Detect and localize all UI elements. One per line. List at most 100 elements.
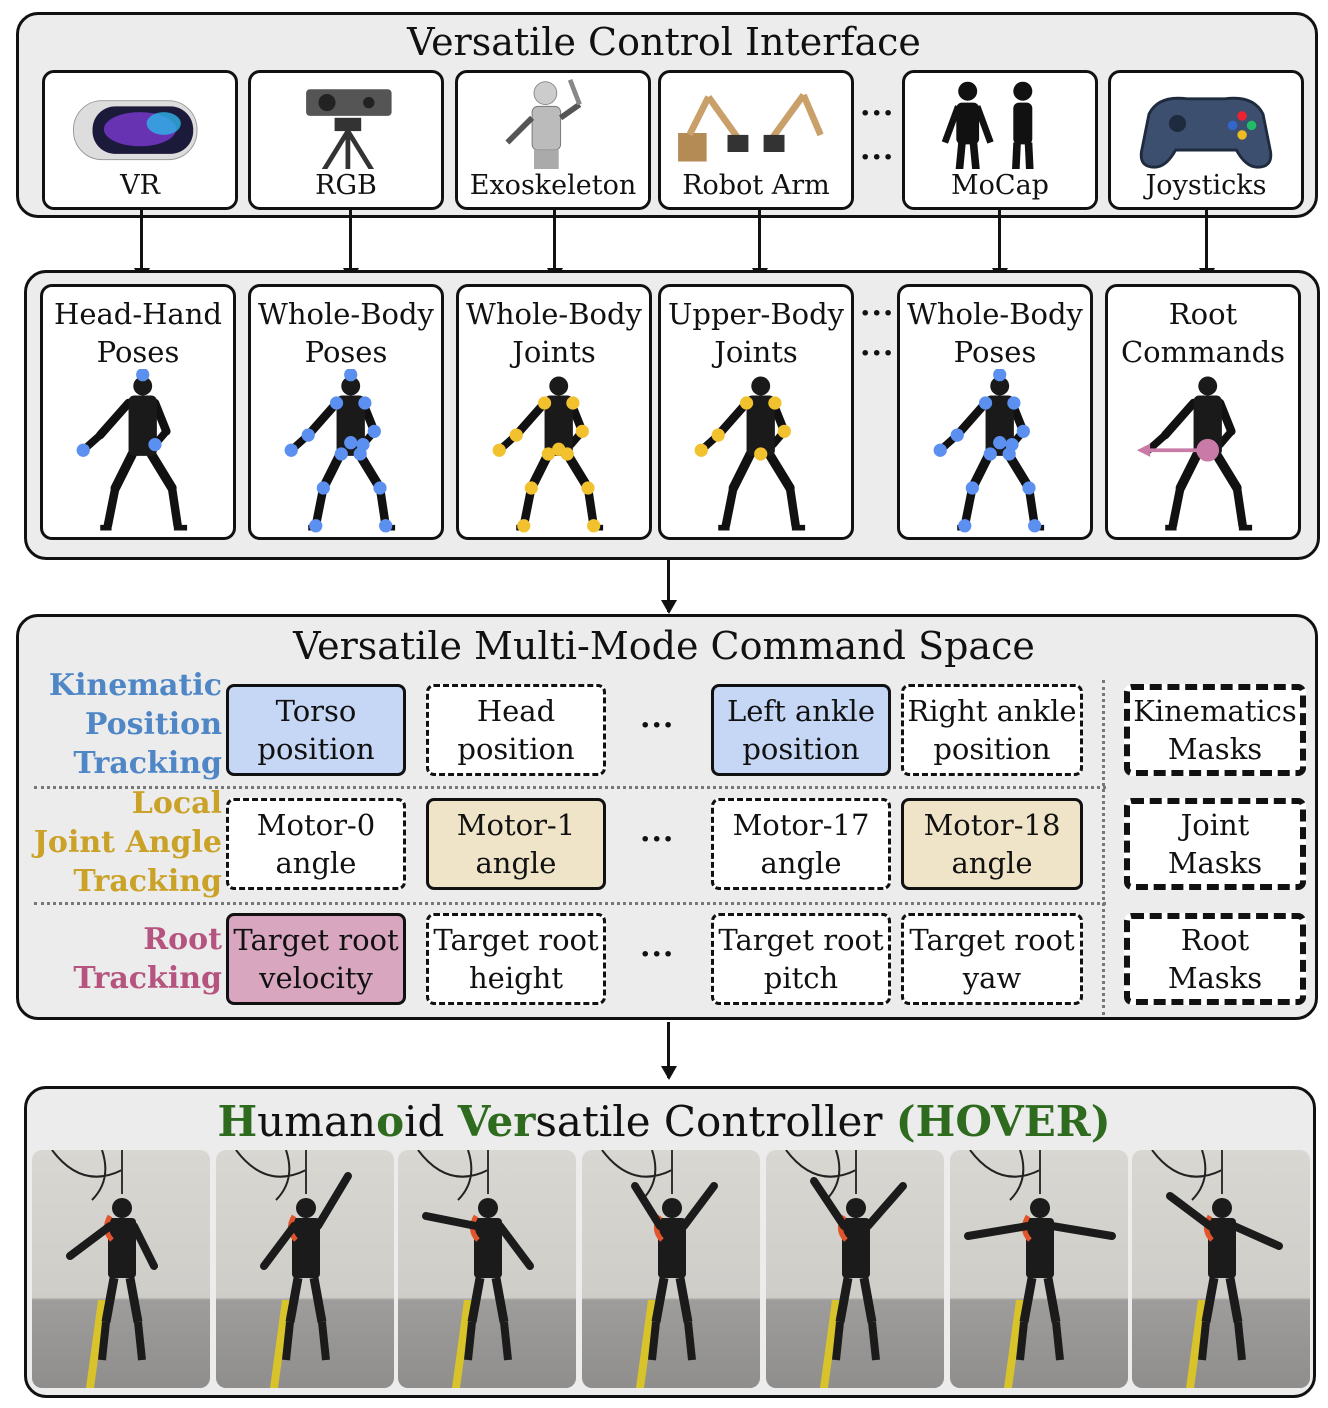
row-label-line: Local bbox=[131, 786, 222, 821]
vr-headset-icon bbox=[73, 100, 198, 161]
command-cell-line2: position bbox=[257, 732, 375, 766]
row-label-line: Tracking bbox=[73, 746, 222, 781]
controller-title-part: id bbox=[404, 1097, 458, 1146]
controller-title-part: uman bbox=[257, 1097, 377, 1146]
robot-photo bbox=[950, 1150, 1128, 1388]
robot-photo bbox=[582, 1150, 760, 1388]
controller-title-part: H bbox=[217, 1097, 258, 1146]
robot-figure-icon bbox=[933, 369, 1045, 533]
command-cell-line1: Target root bbox=[433, 923, 599, 957]
humanoid-robot-icon bbox=[1151, 1150, 1283, 1388]
mask-line2: Masks bbox=[1167, 846, 1263, 880]
command-cell-line2: angle bbox=[475, 846, 557, 880]
command-cell-line1: Head bbox=[476, 694, 556, 728]
command-cell-line1: Motor-18 bbox=[923, 808, 1061, 842]
command-cell-line1: Left ankle bbox=[726, 694, 875, 728]
mode-ellipsis-top: ··· bbox=[860, 296, 895, 331]
command-cell-line2: position bbox=[933, 732, 1051, 766]
controller-title-part: Ver bbox=[457, 1097, 536, 1146]
arrow-command-to-controller bbox=[661, 1022, 677, 1080]
humanoid-robot-icon bbox=[51, 1150, 158, 1388]
mode-label-line1: Root bbox=[1168, 297, 1238, 331]
controller-title-part: o bbox=[376, 1097, 405, 1146]
device-card-exoskeleton: Exoskeleton bbox=[455, 70, 651, 210]
mode-ellipsis-bottom: ··· bbox=[860, 336, 895, 371]
command-cell-line1: Right ankle bbox=[907, 694, 1077, 728]
command-cell: Left ankle position bbox=[711, 684, 891, 776]
device-card-mocap: MoCap bbox=[902, 70, 1098, 210]
mask-line1: Joint bbox=[1180, 808, 1250, 842]
device-card-joysticks: Joysticks bbox=[1108, 70, 1304, 210]
humanoid-robot-icon bbox=[601, 1150, 718, 1388]
command-cell-line2: angle bbox=[275, 846, 357, 880]
command-cell-line2: position bbox=[457, 732, 575, 766]
device-label: Exoskeleton bbox=[458, 169, 648, 203]
mode-label-line2: Commands bbox=[1120, 335, 1286, 369]
mode-label-line1: Upper-Body bbox=[667, 297, 845, 331]
mode-label-line1: Head-Hand bbox=[54, 297, 222, 331]
mask-line2: Masks bbox=[1167, 961, 1263, 995]
controller-title: Humanoid Versatile Controller (HOVER) bbox=[0, 1097, 1328, 1146]
arrow-modes-to-command bbox=[661, 560, 677, 614]
command-cell: Torso position bbox=[226, 684, 406, 776]
robot-photo bbox=[216, 1150, 394, 1388]
row-label-line: Position bbox=[84, 707, 222, 742]
mode-label-line2: Poses bbox=[953, 335, 1037, 369]
command-cell: Right ankle position bbox=[901, 684, 1083, 776]
humanoid-robot-icon bbox=[964, 1150, 1116, 1388]
robot-photo bbox=[398, 1150, 576, 1388]
command-cell-line1: Target root bbox=[718, 923, 884, 957]
device-card-vr: VR bbox=[42, 70, 238, 210]
mask-column-separator bbox=[1102, 680, 1105, 1015]
robot-figure-icon bbox=[694, 376, 806, 531]
exoskeleton-icon bbox=[505, 78, 582, 183]
device-ellipsis-bottom: ··· bbox=[860, 140, 895, 175]
mode-label-line1: Whole-Body bbox=[466, 297, 642, 331]
mode-label-line2: Joints bbox=[512, 335, 596, 369]
mode-label-line2: Poses bbox=[96, 335, 180, 369]
device-label: MoCap bbox=[905, 169, 1095, 203]
command-ellipsis: ··· bbox=[640, 937, 675, 972]
mask-line1: Root bbox=[1180, 923, 1250, 957]
row-label-line: Kinematic bbox=[48, 668, 222, 703]
command-cell-line1: Torso bbox=[275, 694, 357, 728]
robot-figure-icon bbox=[492, 376, 604, 533]
device-card-rgb: RGB bbox=[248, 70, 444, 210]
command-cell: Motor-1 angle bbox=[426, 798, 606, 890]
robot-photo bbox=[766, 1150, 944, 1388]
gamepad-icon bbox=[1139, 96, 1273, 169]
command-cell-line2: pitch bbox=[763, 961, 839, 995]
robot-photo bbox=[1132, 1150, 1310, 1388]
mode-label-line1: Whole-Body bbox=[907, 297, 1083, 331]
command-cell-line1: Motor-1 bbox=[456, 808, 576, 842]
robot-figure-icon bbox=[284, 369, 396, 533]
row-separator-2 bbox=[34, 902, 1106, 905]
device-label: Joysticks bbox=[1111, 169, 1301, 203]
command-cell-line2: position bbox=[742, 732, 860, 766]
command-ellipsis: ··· bbox=[640, 822, 675, 857]
command-cell-line2: angle bbox=[760, 846, 842, 880]
control-interface-title: Versatile Control Interface bbox=[407, 20, 921, 64]
mask-line2: Masks bbox=[1167, 732, 1263, 766]
controller-title-part: (HOVER) bbox=[895, 1097, 1111, 1146]
robot-figure-icon bbox=[1136, 376, 1253, 531]
row-label-line: Tracking bbox=[73, 961, 222, 996]
